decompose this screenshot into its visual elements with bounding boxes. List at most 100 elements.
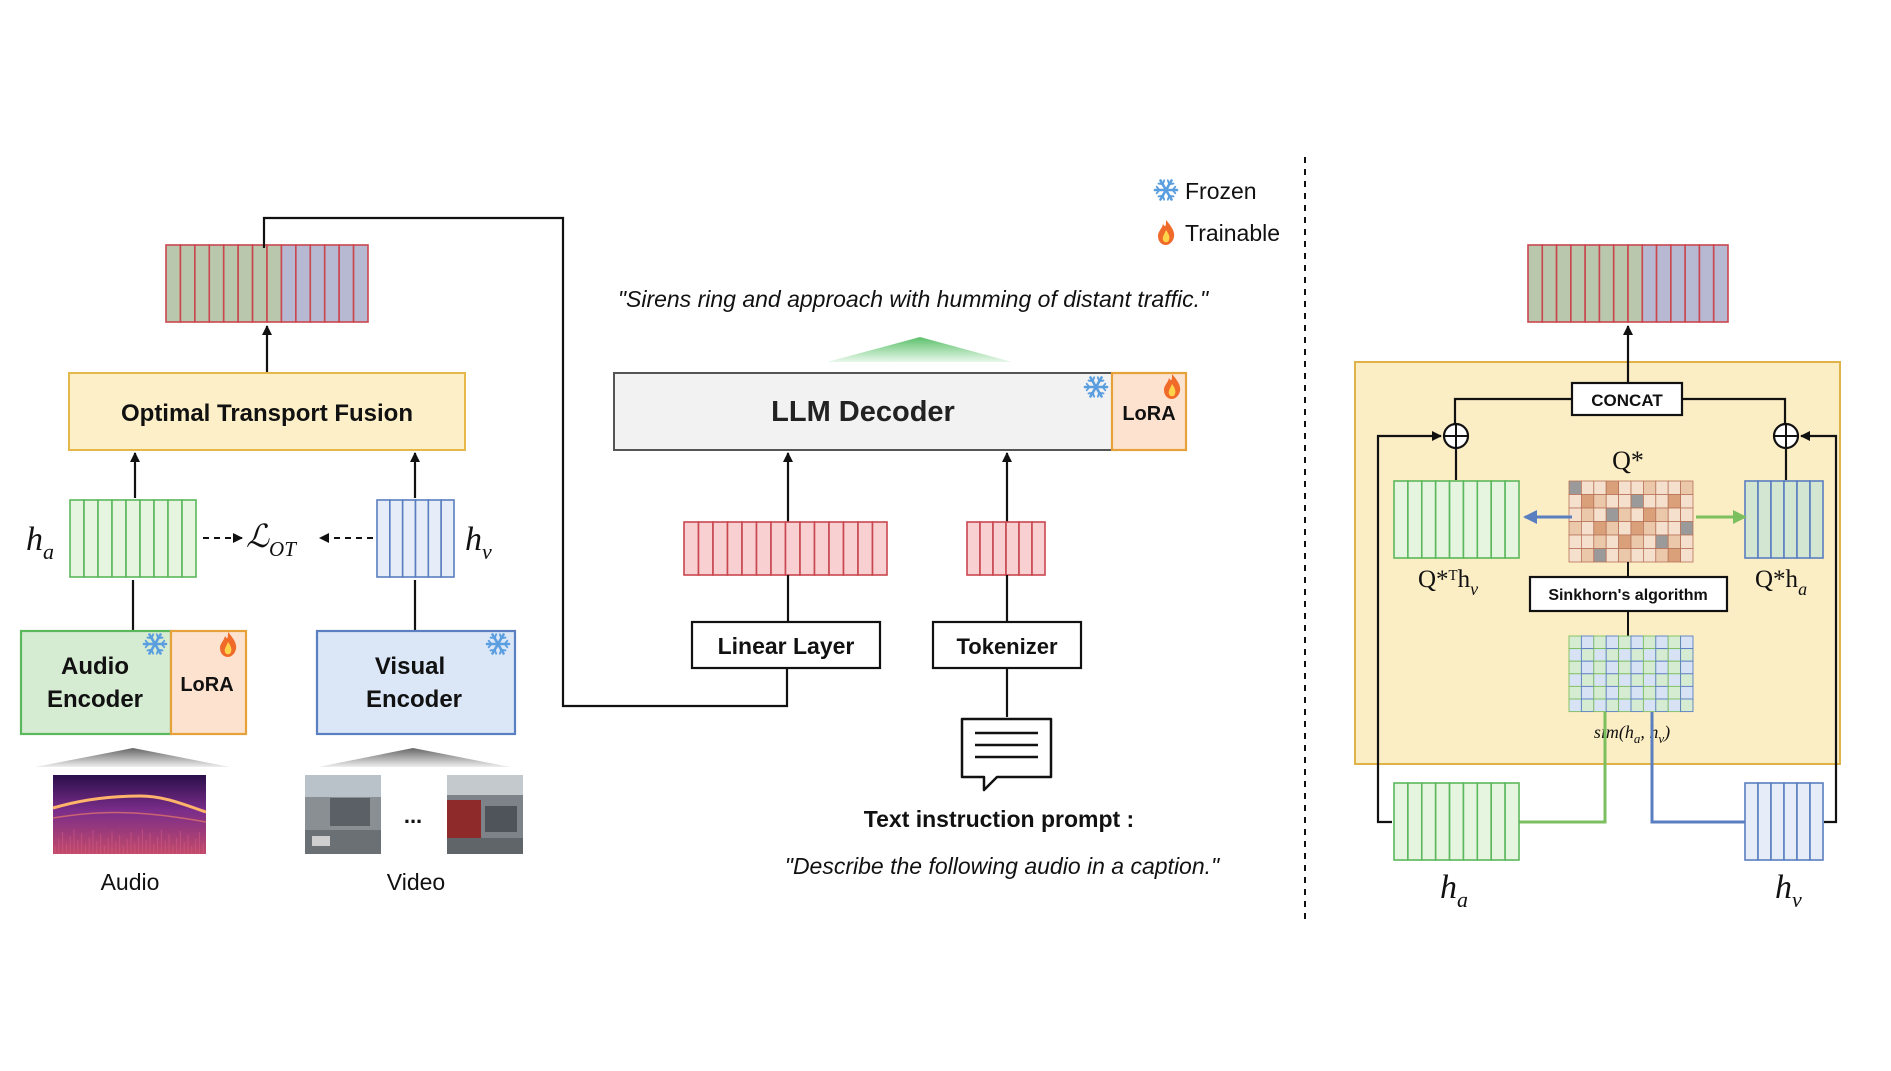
sinkhorn-block: Sinkhorn's algorithm xyxy=(1528,575,1729,613)
matrix-cell xyxy=(1630,480,1644,495)
token-cell xyxy=(338,244,355,323)
matrix-cell xyxy=(1605,480,1619,495)
token-cell xyxy=(1670,244,1686,323)
token-cell xyxy=(1757,782,1772,861)
flame-icon xyxy=(1158,220,1175,245)
fused-feature-bar xyxy=(165,244,369,323)
matrix-cell xyxy=(1618,534,1632,549)
matrix-cell xyxy=(1630,507,1644,522)
token-cell xyxy=(427,499,442,578)
matrix-cell xyxy=(1680,635,1694,650)
matrix-cell xyxy=(1568,521,1582,536)
matrix-cell xyxy=(1642,635,1657,650)
token-cell xyxy=(1462,480,1479,559)
matrix-cell xyxy=(1618,698,1632,713)
token-cell xyxy=(1684,244,1701,323)
matrix-cell xyxy=(1568,635,1582,650)
matrix-cell xyxy=(1568,673,1582,687)
matrix-cell xyxy=(1593,521,1607,536)
token-cell xyxy=(1712,244,1729,323)
legend: Frozen Trainable xyxy=(1153,178,1280,246)
linear-layer-label: Linear Layer xyxy=(718,633,855,659)
matrix-cell xyxy=(1680,685,1694,700)
matrix-cell xyxy=(1605,698,1620,713)
token-cell xyxy=(1407,480,1423,559)
token-cell xyxy=(153,499,169,578)
matrix-cell xyxy=(1667,673,1682,687)
matrix-cell xyxy=(1630,494,1644,509)
token-cell xyxy=(1490,782,1506,861)
matrix-cell xyxy=(1568,534,1582,549)
matrix-cell xyxy=(1655,494,1669,509)
token-cell xyxy=(181,499,197,578)
token-cell xyxy=(83,499,99,578)
audio-encoder-block: Audio Encoder LoRA xyxy=(19,629,248,736)
matrix-cell xyxy=(1643,507,1657,522)
token-cell xyxy=(712,521,729,576)
audio-spectrogram-image xyxy=(52,775,207,854)
ha-to-sim-link xyxy=(1519,712,1607,824)
matrix-cell xyxy=(1605,660,1620,675)
matrix-cell xyxy=(1593,698,1607,713)
token-cell xyxy=(1584,244,1601,323)
video-frame-last xyxy=(447,775,523,854)
matrix-cell xyxy=(1580,685,1595,700)
matrix-cell xyxy=(1618,480,1632,495)
matrix-cell xyxy=(1580,698,1595,713)
concat-block: CONCAT xyxy=(1570,381,1684,417)
matrix-cell xyxy=(1568,507,1582,522)
token-cell xyxy=(1541,244,1558,323)
token-cell xyxy=(1476,782,1493,861)
matrix-cell xyxy=(1655,534,1669,549)
token-cell xyxy=(1783,782,1798,861)
matrix-cell xyxy=(1642,685,1657,700)
visual-encoder-label-line1: Visual xyxy=(375,653,445,680)
hv-symbol-left: hv xyxy=(465,521,492,564)
snowflake-icon xyxy=(485,633,511,655)
matrix-cell xyxy=(1605,673,1620,687)
matrix-cell xyxy=(1667,494,1681,509)
token-cell xyxy=(1448,782,1465,861)
token-cell xyxy=(125,499,141,578)
matrix-cell xyxy=(1680,494,1694,509)
concat-label: CONCAT xyxy=(1591,391,1663,410)
token-cell xyxy=(992,521,1007,576)
matrix-cell xyxy=(1618,660,1632,675)
token-cell xyxy=(1527,244,1544,323)
matrix-cell xyxy=(1618,685,1632,700)
prompt-text: "Describe the following audio in a capti… xyxy=(785,853,1221,879)
q-right-label: Q*ha xyxy=(1755,566,1807,599)
token-cell xyxy=(440,499,455,578)
token-cell xyxy=(1018,521,1033,576)
token-cell xyxy=(697,521,714,576)
token-cell xyxy=(741,521,758,576)
matrix-cell xyxy=(1618,507,1632,522)
matrix-cell xyxy=(1655,507,1669,522)
audio-input-cone xyxy=(35,748,230,767)
matrix-cell xyxy=(1568,698,1582,713)
matrix-cell xyxy=(1642,698,1657,713)
matrix-cell xyxy=(1618,648,1632,662)
token-cell xyxy=(1393,782,1409,861)
token-cell xyxy=(784,521,801,576)
ha-symbol-right: ha xyxy=(1440,869,1468,912)
matrix-cell xyxy=(1593,494,1607,509)
llm-decoder-block: LLM Decoder LoRA xyxy=(613,371,1188,452)
sinkhorn-label: Sinkhorn's algorithm xyxy=(1548,587,1707,604)
legend-trainable-label: Trainable xyxy=(1185,220,1280,246)
linear-layer-block: Linear Layer xyxy=(690,620,882,670)
snowflake-icon xyxy=(1083,376,1109,398)
snowflake-icon xyxy=(1153,179,1179,201)
audio-encoder-label-line2: Encoder xyxy=(47,686,143,713)
matrix-cell xyxy=(1618,673,1632,687)
hv-to-sim-link xyxy=(1650,712,1745,824)
matrix-cell xyxy=(1593,660,1607,675)
matrix-cell xyxy=(1568,548,1582,563)
token-cell xyxy=(1655,244,1672,323)
token-cell xyxy=(979,521,994,576)
token-cell xyxy=(1744,480,1759,559)
matrix-cell xyxy=(1680,673,1694,687)
token-cell xyxy=(295,244,312,323)
matrix-cell xyxy=(1605,494,1619,509)
q-star-label: Q* xyxy=(1612,446,1644,475)
